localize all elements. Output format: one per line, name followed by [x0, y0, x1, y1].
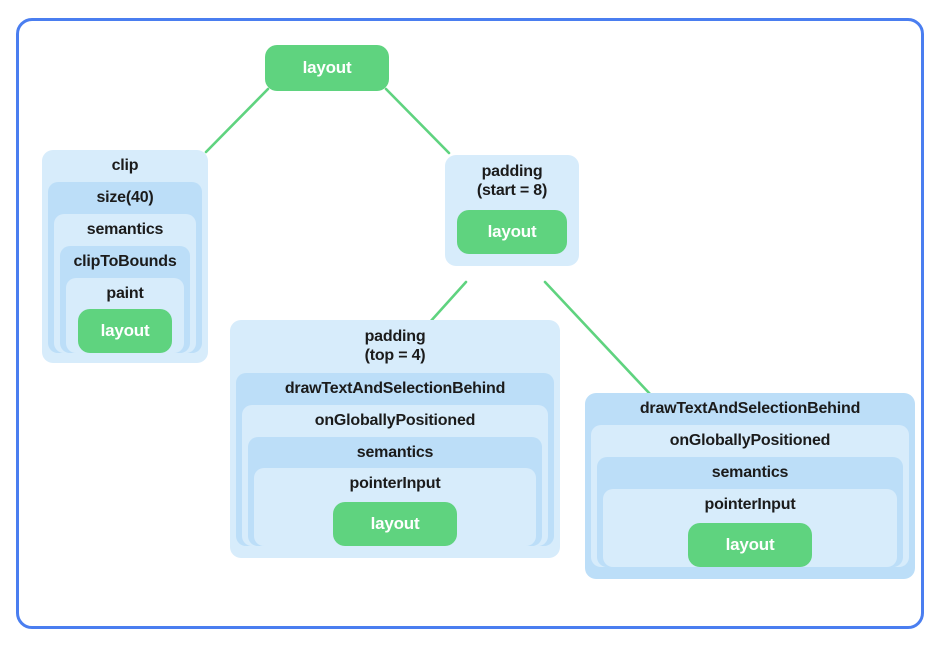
- node-padding-start-leaf-layout[interactable]: layout: [457, 209, 567, 254]
- node-label-pointer-input: pointerInput: [349, 475, 441, 493]
- node-label-padding-top-line1: padding: [364, 328, 426, 345]
- node-on-globally-positioned[interactable]: onGloballyPositioned semantics pointerIn…: [591, 424, 909, 567]
- group-draw-text-and-selection-behind[interactable]: drawTextAndSelectionBehind onGloballyPos…: [585, 393, 915, 579]
- node-label-clip: clip: [111, 157, 139, 174]
- node-semantics[interactable]: semantics pointerInput layout: [597, 456, 903, 567]
- node-on-globally-positioned[interactable]: onGloballyPositioned semantics pointerIn…: [242, 404, 548, 547]
- node-label-on-globally-positioned: onGloballyPositioned: [669, 431, 831, 449]
- node-root-layout[interactable]: layout: [265, 45, 389, 91]
- node-size-40[interactable]: size(40) semantics clipToBounds paint la…: [48, 181, 202, 354]
- node-draw-text-and-selection-behind[interactable]: drawTextAndSelectionBehind onGloballyPos…: [236, 372, 554, 547]
- node-draw-text-leaf-layout[interactable]: layout: [688, 522, 812, 567]
- node-clip-to-bounds[interactable]: clipToBounds paint layout: [60, 245, 190, 354]
- node-label-padding-top: padding (top = 4): [230, 320, 560, 373]
- group-clip[interactable]: clip size(40) semantics clipToBounds pai…: [42, 150, 208, 364]
- node-label-size-40: size(40): [96, 188, 154, 206]
- node-label-padding-top-line2: (top = 4): [364, 346, 426, 364]
- node-clip-leaf-layout[interactable]: layout: [78, 309, 172, 354]
- node-label-paint: paint: [106, 284, 144, 302]
- node-label-on-globally-positioned: onGloballyPositioned: [314, 411, 476, 429]
- node-padding-top-leaf-layout[interactable]: layout: [333, 502, 457, 547]
- node-label-clip-to-bounds: clipToBounds: [73, 252, 177, 270]
- node-paint[interactable]: paint layout: [66, 277, 184, 354]
- node-label-semantics: semantics: [86, 220, 164, 238]
- node-pointer-input[interactable]: pointerInput layout: [603, 488, 897, 567]
- node-label-draw-text-and-selection-behind: drawTextAndSelectionBehind: [284, 379, 506, 397]
- node-label-padding-start-line1: padding: [481, 163, 543, 180]
- group-padding-start[interactable]: padding (start = 8) layout: [445, 155, 579, 266]
- node-label-semantics: semantics: [711, 463, 789, 481]
- node-label-draw-text-and-selection-behind: drawTextAndSelectionBehind: [639, 400, 861, 417]
- node-semantics[interactable]: semantics clipToBounds paint layout: [54, 213, 196, 354]
- node-label-semantics: semantics: [356, 443, 434, 461]
- node-label-padding-start: padding (start = 8): [445, 155, 579, 208]
- node-pointer-input[interactable]: pointerInput layout: [254, 468, 536, 547]
- node-semantics[interactable]: semantics pointerInput layout: [248, 436, 542, 547]
- node-label-pointer-input: pointerInput: [704, 495, 796, 513]
- node-label-padding-start-line2: (start = 8): [476, 181, 548, 199]
- group-padding-top[interactable]: padding (top = 4) drawTextAndSelectionBe…: [230, 320, 560, 559]
